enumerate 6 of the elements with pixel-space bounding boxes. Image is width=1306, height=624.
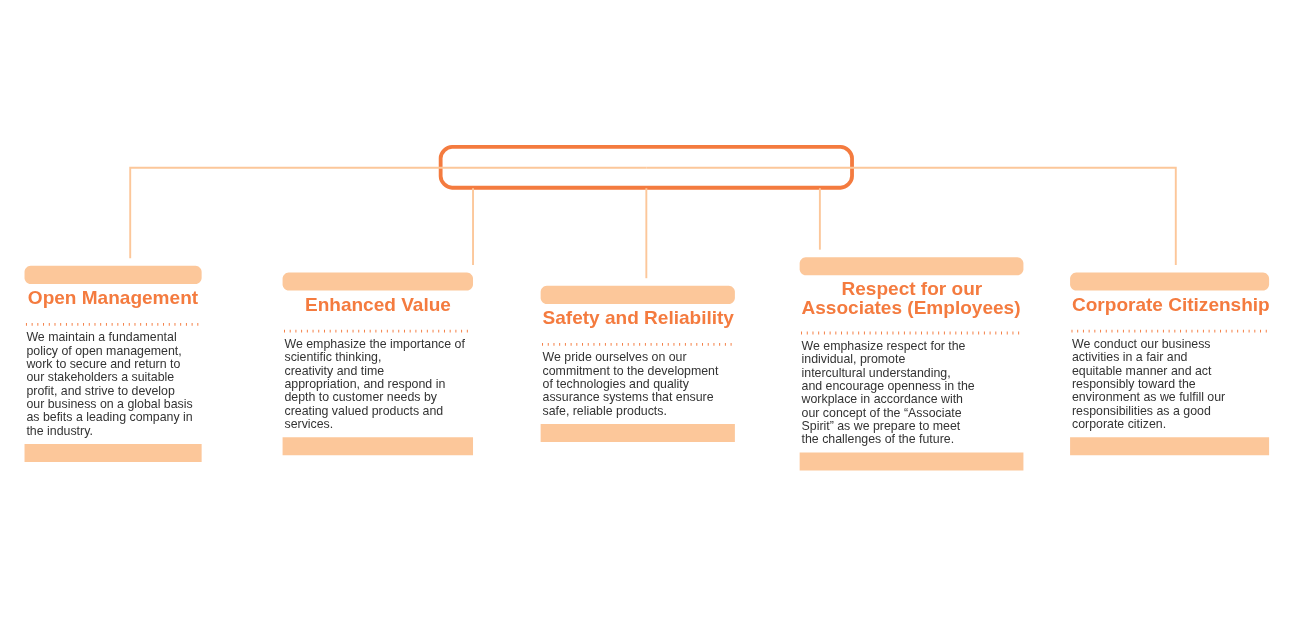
connector [472,186,474,266]
connector [645,166,1177,266]
connector [129,166,648,259]
connector [818,186,821,251]
node-box [438,144,854,190]
connector [645,186,648,279]
